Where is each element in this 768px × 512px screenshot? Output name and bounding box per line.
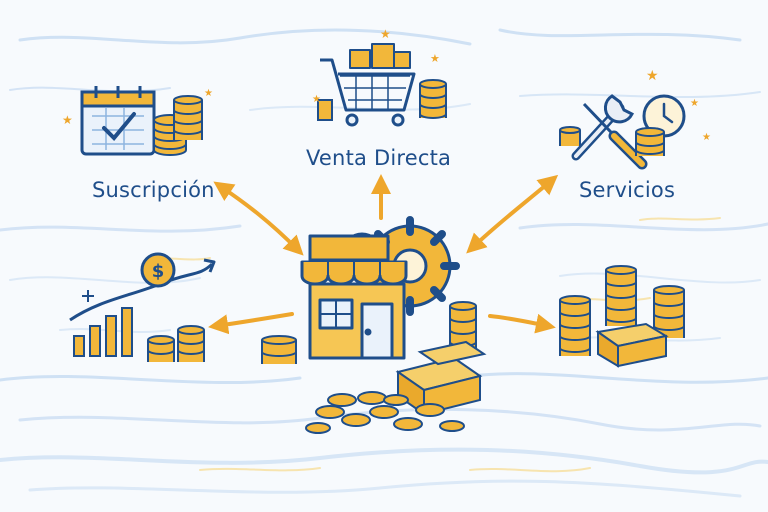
calendar-icon	[80, 86, 156, 156]
arrow-to-wealth	[488, 313, 556, 334]
money-bundle-icon	[595, 322, 669, 368]
subscription-illustration: ★ ★	[62, 86, 213, 156]
growth-illustration: $	[69, 252, 216, 362]
direct-sale-illustration: ★ ★ ★	[312, 27, 447, 127]
star-icon: ★	[690, 98, 699, 109]
services-label: Servicios	[579, 178, 676, 202]
services-illustration: ★ ★ ★	[559, 68, 711, 170]
svg-text:$: $	[152, 261, 165, 282]
store-icon	[300, 234, 408, 360]
flow-arrows	[208, 174, 559, 335]
center-store-illustration	[261, 216, 487, 434]
watercolor-background	[0, 28, 768, 498]
subscription-label: Suscripción	[92, 178, 215, 202]
screwdriver-icon	[582, 102, 648, 170]
dollar-coin-icon: $	[140, 252, 176, 288]
coin-stack-icon	[559, 265, 685, 356]
shopping-cart-icon	[320, 43, 416, 127]
clock-icon	[642, 94, 686, 138]
star-icon: ★	[430, 52, 440, 65]
coin-stack-icon	[317, 79, 447, 121]
arrow-to-services	[466, 174, 559, 254]
coin-stack-icon	[559, 126, 665, 156]
coin-stack-icon	[147, 325, 205, 362]
star-icon: ★	[204, 88, 213, 99]
arrow-to-subscription	[213, 181, 304, 256]
star-icon: ★	[62, 113, 73, 127]
coin-pile-icon	[305, 391, 465, 434]
star-icon: ★	[702, 132, 711, 143]
arrow-to-growth	[208, 312, 294, 335]
direct-sale-label: Venta Directa	[306, 146, 452, 170]
coin-stack-icon	[153, 95, 203, 156]
wrench-icon	[571, 94, 635, 161]
wealth-illustration	[559, 265, 685, 368]
star-icon: ★	[380, 27, 391, 41]
growth-chart-icon	[69, 258, 216, 357]
money-bundle-icon	[395, 340, 487, 416]
star-icon: ★	[312, 94, 321, 105]
star-icon: ★	[646, 68, 659, 84]
